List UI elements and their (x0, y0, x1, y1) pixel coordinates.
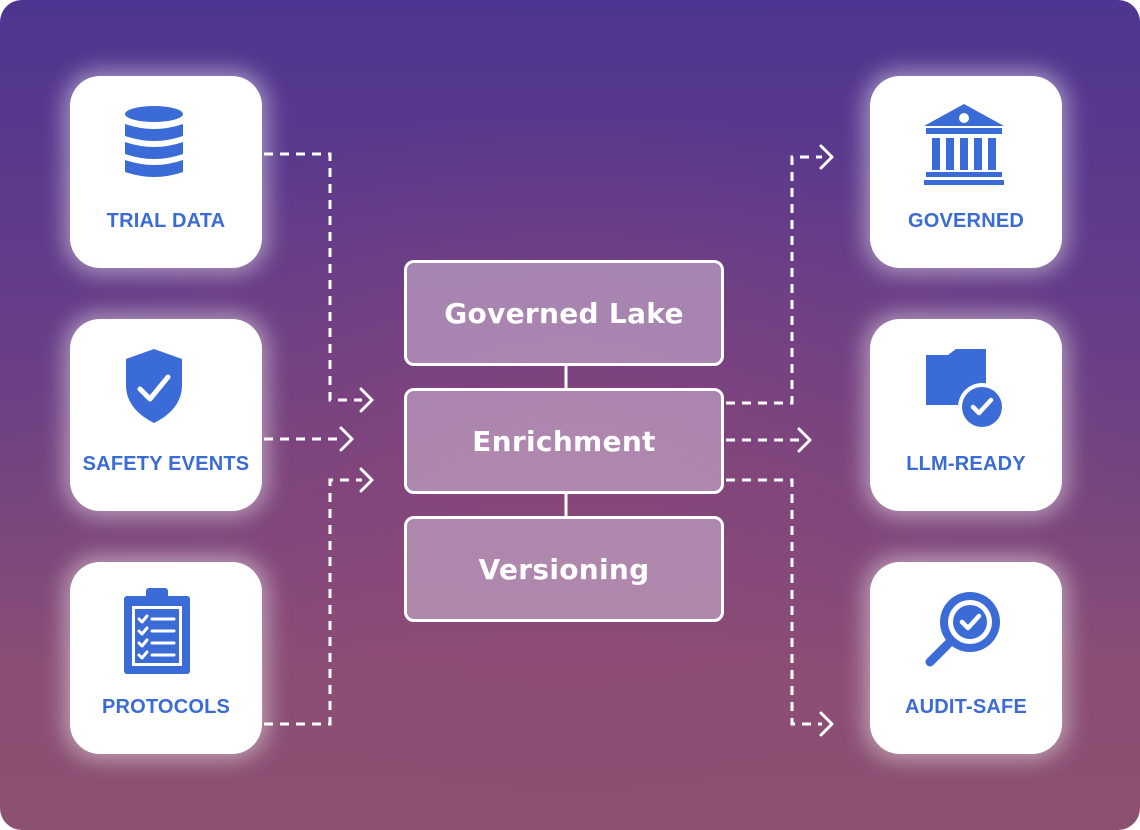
input-label-trial-data: TRIAL DATA (106, 210, 226, 232)
arrowhead-governed (819, 144, 834, 170)
pipeline-box-versioning: Versioning (404, 516, 724, 622)
input-label-protocols: PROTOCOLS (101, 696, 231, 718)
output-label-llm-ready: LLM-READY (906, 453, 1026, 475)
institution-icon (924, 104, 1004, 185)
arrowhead-llm-ready (797, 427, 812, 453)
output-card-governed: GOVERNED (870, 76, 1062, 268)
output-card-audit-safe: AUDIT-SAFE (870, 562, 1062, 754)
folder-check-icon (926, 349, 1006, 431)
output-label-audit-safe: AUDIT-SAFE (905, 696, 1027, 718)
input-card-protocols: PROTOCOLS (70, 562, 262, 754)
input-card-trial-data: TRIAL DATA (70, 76, 262, 268)
shield-check-icon (126, 349, 182, 423)
pipeline-box-enrichment: Enrichment (404, 388, 724, 494)
connector-governed (726, 155, 822, 405)
output-card-llm-ready: LLM-READY (870, 319, 1062, 511)
connector-trial-data (264, 152, 362, 402)
pipeline-label-versioning: Versioning (478, 552, 650, 586)
input-card-safety-events: SAFETY EVENTS (70, 319, 262, 511)
pipeline-box-governed-lake: Governed Lake (404, 260, 724, 366)
clipboard-checklist-icon (124, 588, 190, 674)
connector-audit-safe (726, 478, 822, 726)
arrowhead-trial-data (359, 387, 374, 413)
connector-protocols (264, 478, 362, 726)
arrowhead-audit-safe (819, 711, 834, 737)
arrowhead-safety-events (339, 426, 354, 452)
arrowhead-protocols (359, 467, 374, 493)
output-label-governed: GOVERNED (907, 210, 1025, 232)
magnifier-check-icon (925, 592, 1000, 667)
pipeline-label-governed-lake: Governed Lake (444, 296, 684, 330)
pipeline-label-enrichment: Enrichment (472, 424, 656, 458)
input-label-safety-events: SAFETY EVENTS (82, 453, 250, 475)
database-icon (125, 106, 183, 177)
